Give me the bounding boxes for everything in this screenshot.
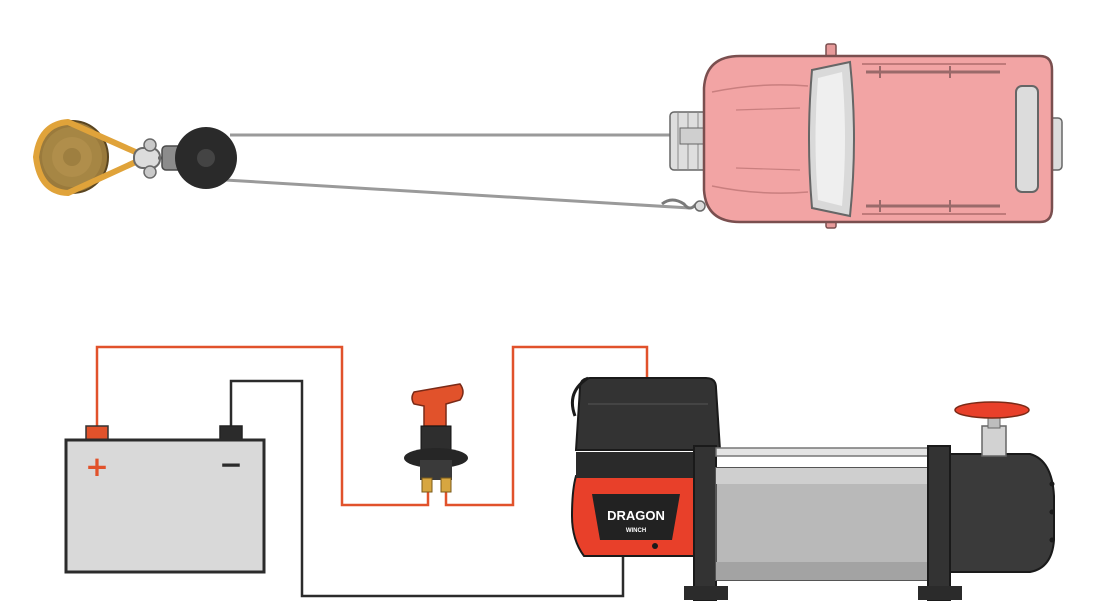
battery-negative-symbol: − bbox=[219, 448, 242, 481]
brand-logo-text: DRAGON bbox=[607, 508, 665, 523]
negative-wire bbox=[229, 379, 625, 598]
vehicle-winch bbox=[669, 111, 709, 171]
tree-strap bbox=[33, 119, 143, 196]
battery: + − bbox=[64, 425, 266, 574]
tree-anchor bbox=[35, 120, 109, 194]
battery-positive-symbol: + bbox=[85, 450, 108, 483]
shackle bbox=[133, 138, 180, 179]
battery-isolator-switch bbox=[404, 383, 468, 493]
winch-rope bbox=[224, 133, 691, 210]
vehicle bbox=[702, 43, 1063, 229]
electric-winch: DRAGON WINCH bbox=[570, 376, 1055, 601]
positive-wire bbox=[95, 345, 649, 507]
hook bbox=[661, 198, 706, 212]
brand-sub-text: WINCH bbox=[626, 528, 646, 534]
wiring-scene: + − DRAGON WINCH bbox=[64, 345, 1055, 601]
snatch-block bbox=[161, 127, 237, 189]
recovery-scene bbox=[33, 43, 1063, 229]
